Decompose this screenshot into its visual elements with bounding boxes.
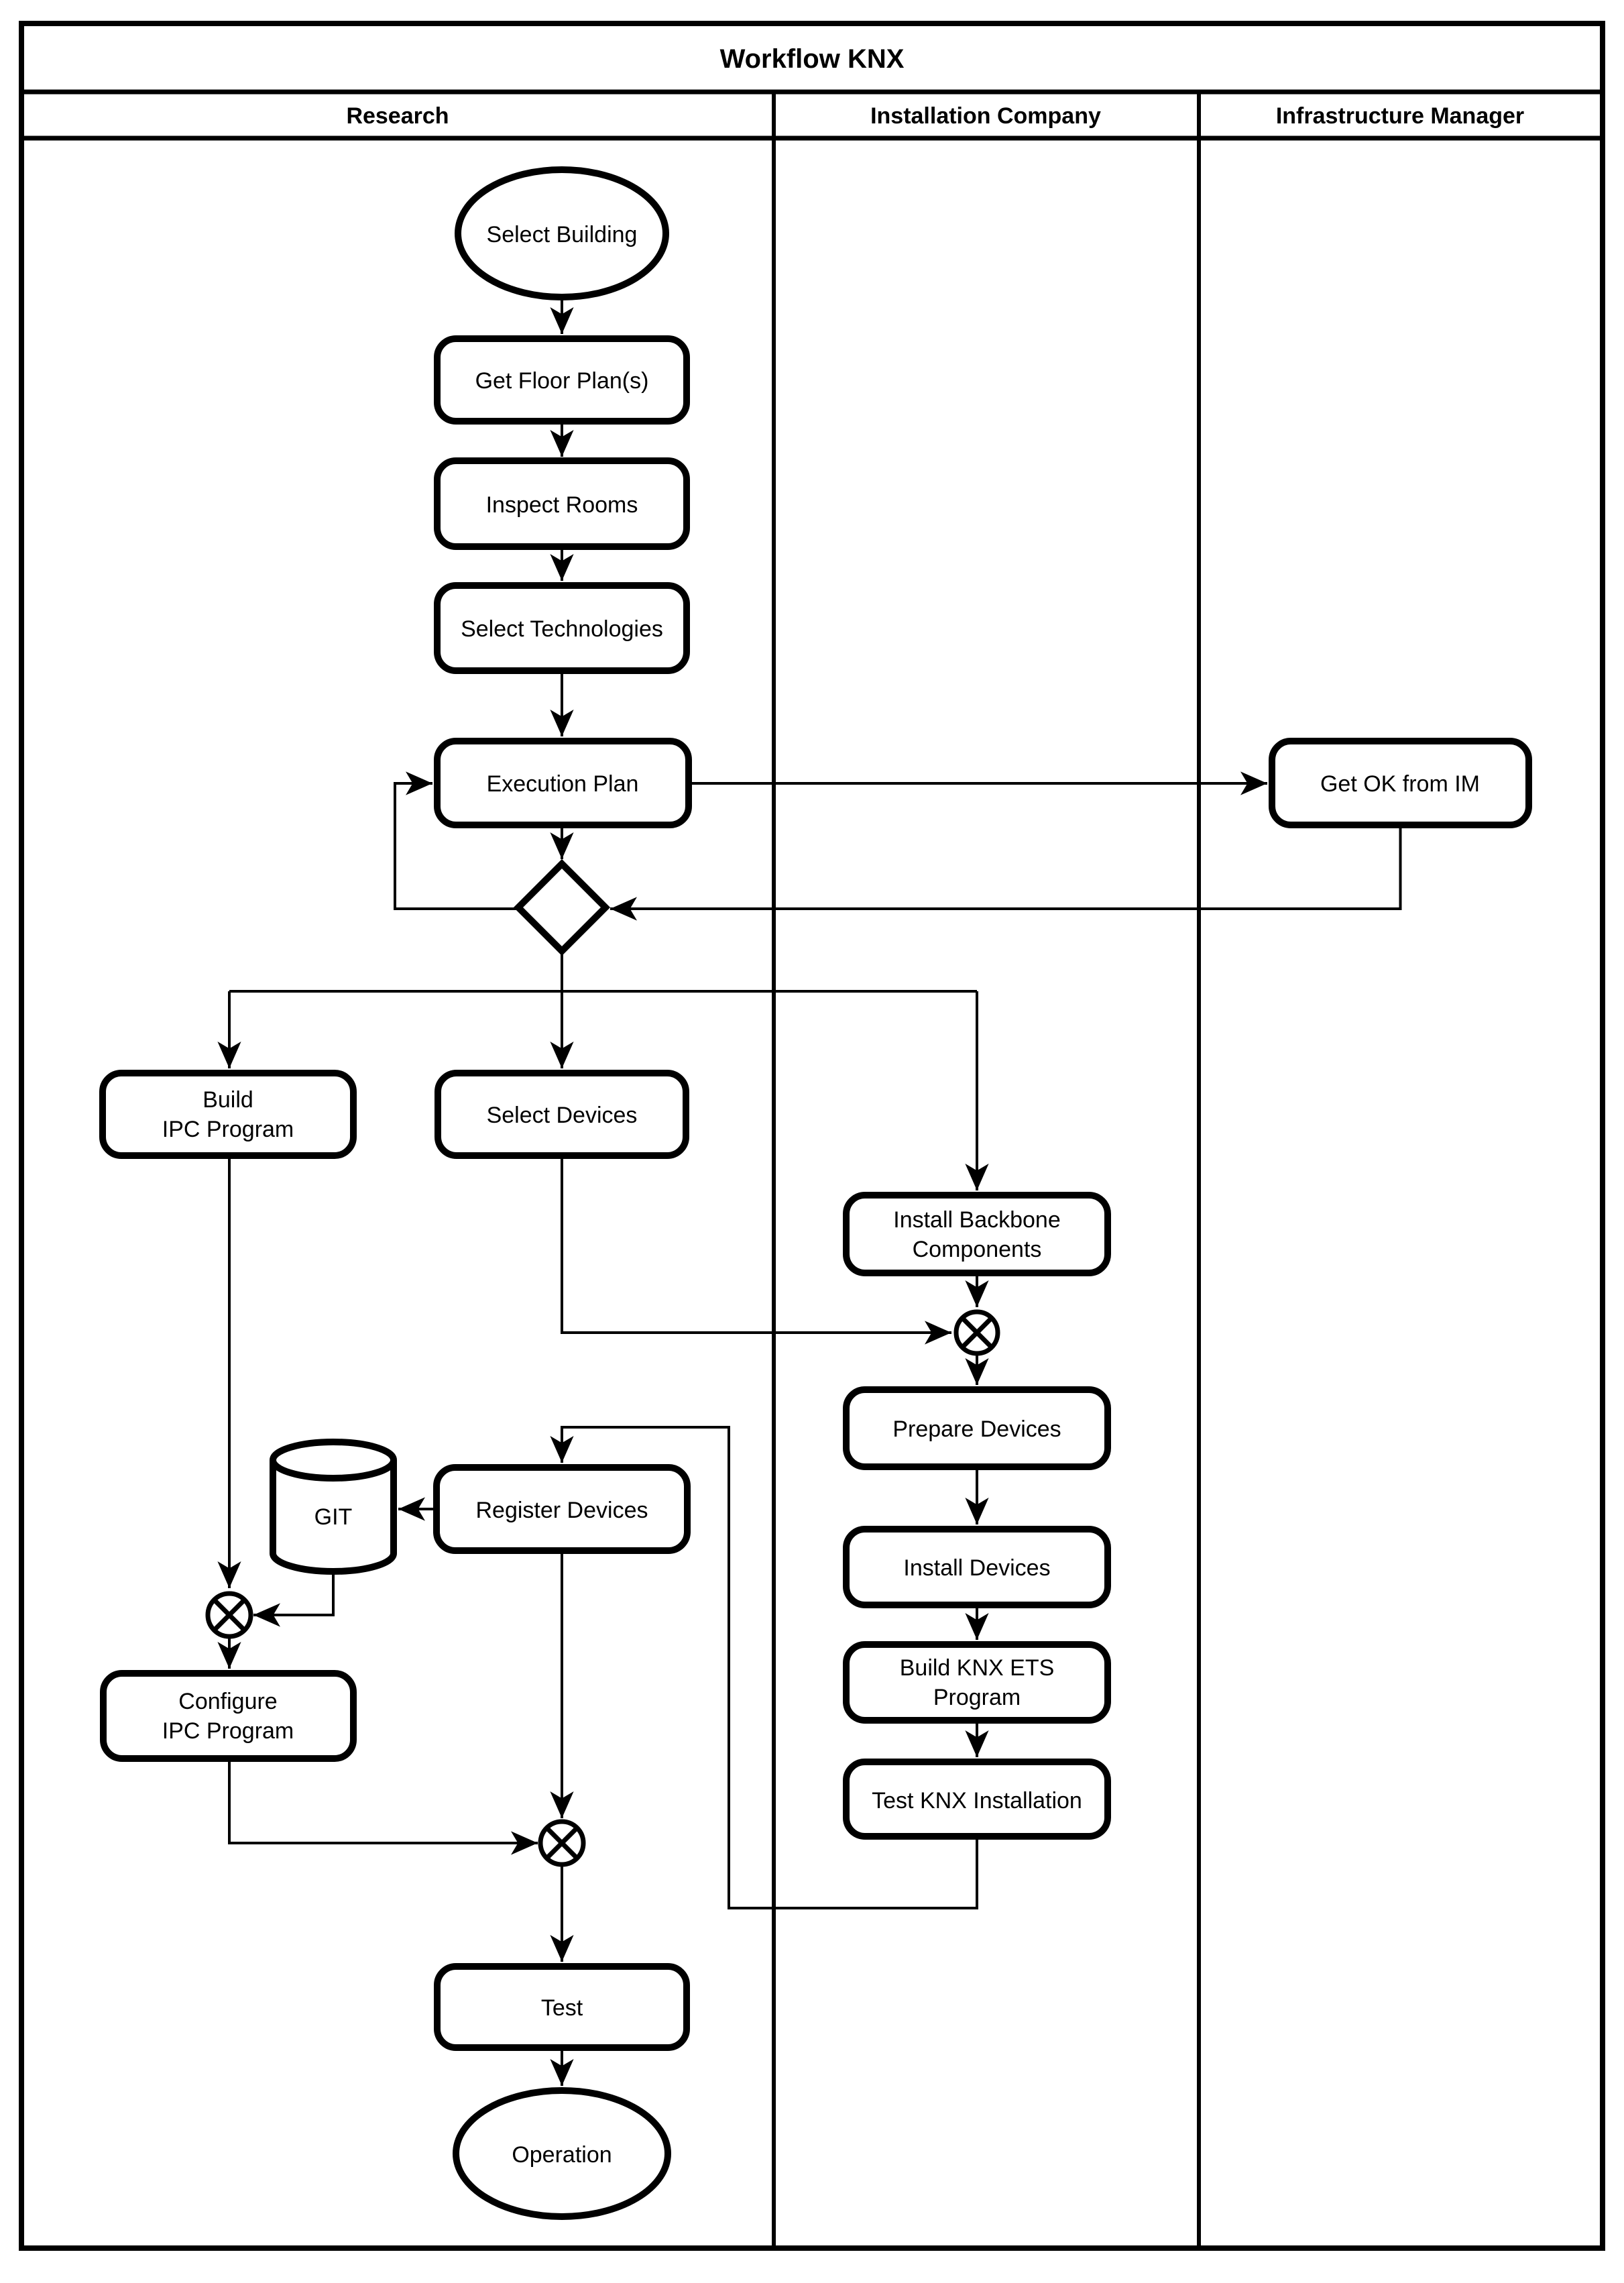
edge-selectdevices-to-xor (561, 1156, 951, 1345)
task-box (1269, 738, 1532, 828)
node-install-backbone: Install Backbone Components (843, 1192, 1111, 1276)
edge-diamond-feedback-to-execplan (394, 771, 518, 910)
xor-cross-icon (544, 1826, 579, 1860)
node-label-line1: Install Backbone (893, 1207, 1061, 1233)
node-label-line2: IPC Program (162, 1117, 294, 1142)
task-box (434, 457, 690, 550)
end-ellipse (453, 2087, 671, 2220)
cylinder-body (270, 1460, 397, 1575)
task-box (843, 1641, 1111, 1724)
xor-gateway-test (538, 1819, 586, 1867)
node-label: Operation (512, 2142, 612, 2168)
page-title: Workflow KNX (720, 44, 905, 74)
node-label-line2: Components (913, 1237, 1042, 1262)
task-box (434, 738, 692, 828)
node-prepare-devices: Prepare Devices (843, 1386, 1111, 1470)
node-label-line1: Configure (178, 1689, 277, 1714)
edge-git-to-xor (253, 1571, 335, 1627)
node-get-floor-plans: Get Floor Plan(s) (434, 335, 690, 425)
node-label: Test (541, 1995, 583, 2021)
outer-border (19, 21, 1605, 2251)
node-label: Install Devices (903, 1555, 1050, 1581)
edge-configureipc-to-xor (228, 1759, 538, 1855)
node-label: Get OK from IM (1320, 771, 1480, 797)
node-operation: Operation (453, 2087, 671, 2220)
task-box (99, 1070, 357, 1159)
node-configure-ipc: Configure IPC Program (100, 1670, 357, 1762)
task-box (843, 1526, 1111, 1608)
node-label: Register Devices (476, 1498, 648, 1523)
node-build-ipc-program: Build IPC Program (99, 1070, 357, 1159)
task-box (434, 1963, 690, 2051)
node-get-ok-from-im: Get OK from IM (1269, 738, 1532, 828)
node-label: Prepare Devices (892, 1416, 1061, 1442)
node-label: Select Building (487, 222, 638, 247)
node-register-devices: Register Devices (433, 1464, 691, 1554)
node-install-devices: Install Devices (843, 1526, 1111, 1608)
node-select-devices: Select Devices (434, 1070, 689, 1159)
lane-header-infrastructure-manager: Infrastructure Manager (1276, 103, 1524, 129)
node-execution-plan: Execution Plan (434, 738, 692, 828)
edge-testknx-to-registerdevices (550, 1426, 978, 1909)
task-box (434, 335, 690, 425)
swimlane-frame: Workflow KNX Research Installation Compa… (19, 21, 1605, 2251)
task-box (434, 1070, 689, 1159)
node-label-line1: Build (202, 1087, 253, 1113)
node-label-line2: Program (933, 1685, 1021, 1710)
lane-header-installation-company: Installation Company (870, 103, 1101, 129)
task-box (843, 1759, 1111, 1840)
xor-gateway-install (953, 1309, 1000, 1356)
node-label: Select Technologies (461, 616, 663, 642)
task-box (434, 582, 690, 674)
node-decision-diamond (513, 858, 611, 956)
node-label-line1: Build KNX ETS (900, 1655, 1055, 1681)
node-label: Execution Plan (487, 771, 639, 797)
task-box (843, 1386, 1111, 1470)
node-inspect-rooms: Inspect Rooms (434, 457, 690, 550)
edges (217, 297, 1402, 2086)
xor-gateway-research (205, 1591, 253, 1639)
node-label: Test KNX Installation (872, 1788, 1082, 1814)
cylinder-top (270, 1439, 397, 1482)
start-ellipse (455, 166, 669, 300)
decision-diamond (513, 858, 611, 956)
node-select-building: Select Building (455, 166, 669, 300)
node-build-knx-ets: Build KNX ETS Program (843, 1641, 1111, 1724)
node-label: Get Floor Plan(s) (475, 368, 649, 394)
node-label-line2: IPC Program (162, 1718, 294, 1744)
node-label: Inspect Rooms (486, 492, 638, 518)
xor-cross-icon (960, 1316, 994, 1349)
node-test: Test (434, 1963, 690, 2051)
task-box (433, 1464, 691, 1554)
xor-cross-icon (212, 1598, 247, 1632)
node-select-technologies: Select Technologies (434, 582, 690, 674)
node-git-datastore: GIT (270, 1439, 397, 1575)
node-label: GIT (314, 1504, 353, 1530)
task-box (843, 1192, 1111, 1276)
edge-getok-to-diamond (610, 825, 1402, 921)
node-label: Select Devices (487, 1103, 638, 1128)
node-test-knx-installation: Test KNX Installation (843, 1759, 1111, 1840)
lane-header-research: Research (346, 103, 449, 129)
task-box (100, 1670, 357, 1762)
